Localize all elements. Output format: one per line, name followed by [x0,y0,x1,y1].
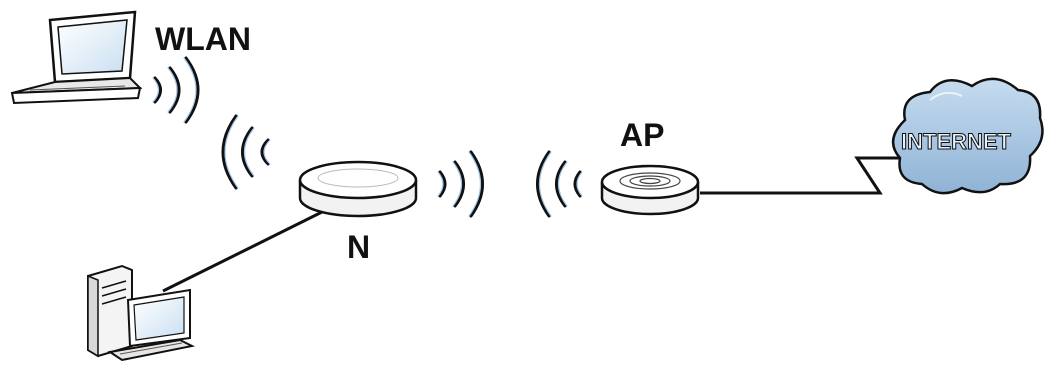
wireless-signal-icon [437,150,484,218]
wireless-signal-icon [221,114,271,190]
wired-link-pc-to-n [162,210,323,293]
internet-cloud-icon: INTERNET [891,77,1044,195]
wireless-signal-icon [152,56,200,124]
node-label: N [347,229,370,265]
wlan-label: WLAN [155,21,251,57]
internet-label: INTERNET [901,129,1012,154]
desktop-computer-icon [87,264,196,362]
laptop-icon [10,10,143,105]
wired-link-ap-to-internet [700,156,905,195]
wireless-signal-icon [536,150,583,218]
router-icon [298,160,418,218]
access-point-icon [600,164,700,216]
ap-label: AP [620,117,664,153]
